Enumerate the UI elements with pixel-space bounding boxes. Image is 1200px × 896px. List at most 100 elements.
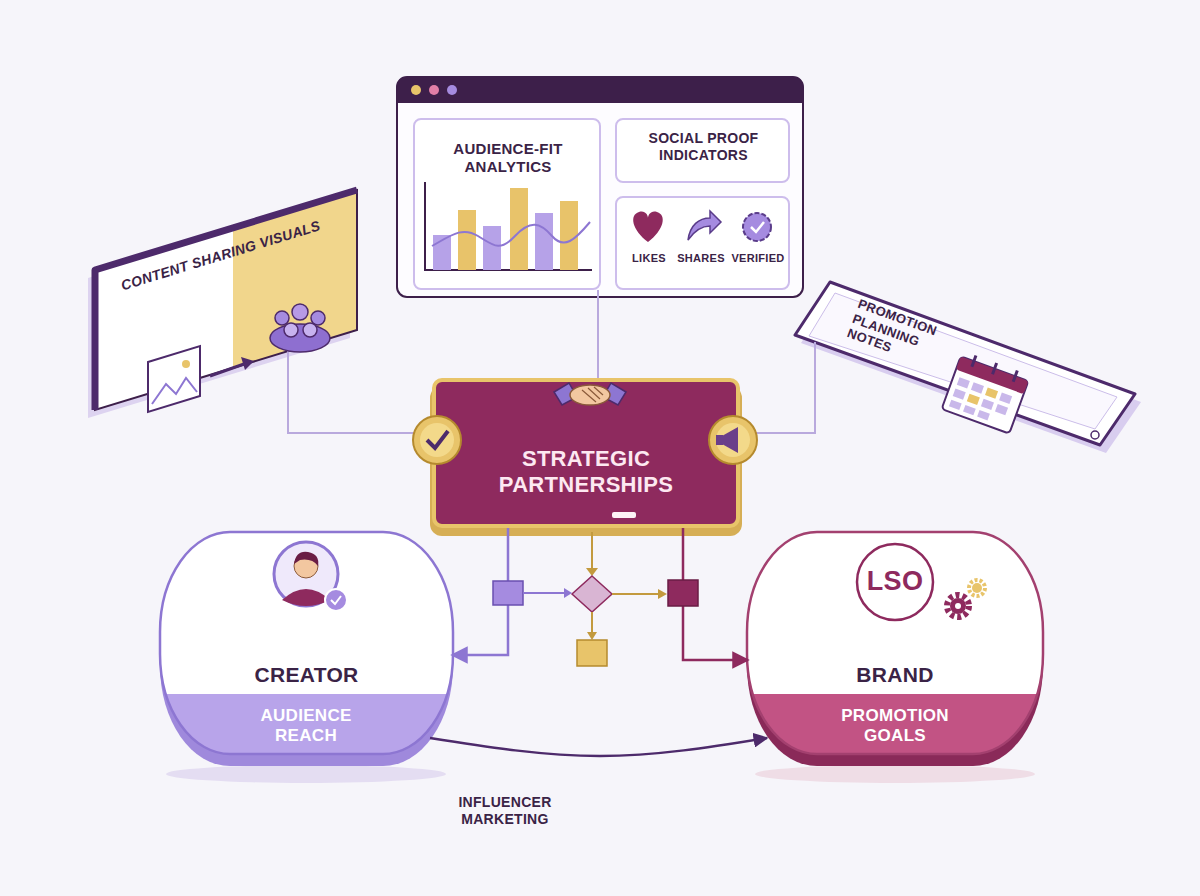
gear-icon bbox=[972, 583, 982, 593]
panel-heading: AUDIENCE-FIT ANALYTICS bbox=[423, 140, 593, 176]
flow-arrow-head bbox=[564, 588, 572, 598]
disc-title: BRAND bbox=[745, 662, 1045, 687]
calendar-day bbox=[977, 410, 990, 420]
board-marker bbox=[612, 512, 636, 518]
chart-bar bbox=[510, 188, 528, 270]
calendar-day bbox=[949, 400, 962, 410]
gear-hole bbox=[955, 603, 961, 609]
calendar-days bbox=[949, 377, 1012, 425]
audience-group bbox=[270, 324, 330, 352]
disc-rim bbox=[747, 532, 1043, 754]
panel-heading: SOCIAL PROOF INDICATORS bbox=[623, 130, 784, 164]
calendar-day bbox=[981, 399, 994, 410]
content-panel: CONTENT SHARING VISUALS bbox=[95, 178, 357, 410]
flow-arrow-head bbox=[587, 632, 597, 640]
check-token-face bbox=[420, 423, 454, 457]
calendar-day bbox=[999, 393, 1012, 404]
disc-title: CREATOR bbox=[158, 662, 455, 687]
verified-check bbox=[751, 222, 764, 232]
window-titlebar bbox=[397, 77, 803, 103]
disc-band bbox=[747, 694, 1043, 754]
calendar-day bbox=[967, 394, 980, 405]
image-card bbox=[148, 346, 200, 412]
avatar-badge bbox=[325, 589, 347, 611]
heart-icon bbox=[633, 212, 663, 242]
gear-icon bbox=[950, 598, 966, 614]
chart-bar bbox=[458, 210, 476, 270]
flow-square bbox=[577, 640, 607, 666]
calendar-icon bbox=[942, 351, 1031, 434]
flow-arrow-head bbox=[658, 589, 667, 599]
icon-caption: SHARES bbox=[670, 252, 732, 265]
calendar-body bbox=[942, 356, 1029, 433]
megaphone-token-face bbox=[716, 423, 750, 457]
chart-trend bbox=[432, 222, 590, 246]
flow-diamond bbox=[572, 576, 612, 612]
share-icon bbox=[688, 211, 721, 240]
disc-subtitle: PROMOTION GOALS bbox=[825, 706, 965, 747]
calendar-rings bbox=[972, 356, 1017, 382]
chart-bar bbox=[483, 226, 501, 270]
browser-window bbox=[397, 77, 803, 297]
calendar-day bbox=[953, 388, 966, 399]
calendar-day bbox=[995, 404, 1008, 415]
panel-border bbox=[95, 190, 357, 410]
panel-frame bbox=[95, 190, 357, 410]
disc-band bbox=[160, 694, 453, 754]
calendar-header bbox=[956, 356, 1028, 394]
flow-arrow bbox=[591, 612, 593, 632]
flow-arrow bbox=[523, 592, 564, 594]
flow-square bbox=[668, 580, 698, 606]
check-mark bbox=[427, 431, 448, 448]
handshake-hands bbox=[570, 385, 610, 405]
disc-rim bbox=[160, 532, 453, 754]
flow-square bbox=[493, 581, 523, 605]
icon-panel: LIKESSHARESVERIFIED bbox=[615, 196, 790, 290]
gear-icon bbox=[947, 595, 969, 617]
megaphone-handle bbox=[716, 435, 723, 445]
share-arrow bbox=[210, 364, 244, 376]
handshake-fingers bbox=[582, 387, 603, 402]
flow-arrow bbox=[612, 593, 658, 595]
calendar-day bbox=[957, 377, 970, 388]
chart-axis bbox=[425, 182, 592, 270]
calendar-day bbox=[985, 387, 998, 398]
flow-arrow bbox=[591, 532, 593, 570]
window-dot bbox=[429, 85, 439, 95]
audience-head bbox=[284, 323, 298, 337]
verified-badge bbox=[743, 213, 771, 241]
avatar-badge-check bbox=[331, 596, 341, 604]
audience-head bbox=[292, 304, 308, 320]
logo-text: LSO bbox=[845, 565, 945, 597]
tablet-button bbox=[1091, 431, 1099, 439]
flow-arrow-head bbox=[586, 568, 598, 576]
share-arrow-head bbox=[241, 357, 254, 370]
connector-line bbox=[288, 351, 432, 433]
calendar-day bbox=[963, 405, 976, 415]
tablet-body bbox=[795, 282, 1135, 445]
connector-line bbox=[597, 290, 599, 378]
image-sun bbox=[182, 360, 190, 368]
megaphone-icon bbox=[722, 427, 738, 453]
chart-bar bbox=[535, 213, 553, 270]
megaphone-token bbox=[709, 416, 757, 464]
icon-caption: LIKES bbox=[618, 252, 680, 265]
panel-face bbox=[233, 190, 357, 368]
audience-head bbox=[275, 311, 289, 325]
connector-line bbox=[740, 342, 815, 433]
node-outline bbox=[95, 178, 357, 410]
window-dot bbox=[447, 85, 457, 95]
connector-line bbox=[430, 738, 767, 756]
check-token bbox=[413, 416, 461, 464]
image-mountain bbox=[152, 378, 197, 404]
icon-caption: VERIFIED bbox=[727, 252, 789, 265]
disc-subtitle: AUDIENCE REACH bbox=[236, 706, 376, 747]
chart-bar bbox=[560, 201, 578, 270]
gear-icon bbox=[969, 580, 985, 596]
indicator-panel: SOCIAL PROOF INDICATORS bbox=[615, 118, 790, 183]
board-title: STRATEGIC PARTNERSHIPS bbox=[480, 446, 692, 499]
edge-label: INFLUENCER MARKETING bbox=[440, 794, 570, 828]
disc-shadow bbox=[166, 765, 446, 783]
